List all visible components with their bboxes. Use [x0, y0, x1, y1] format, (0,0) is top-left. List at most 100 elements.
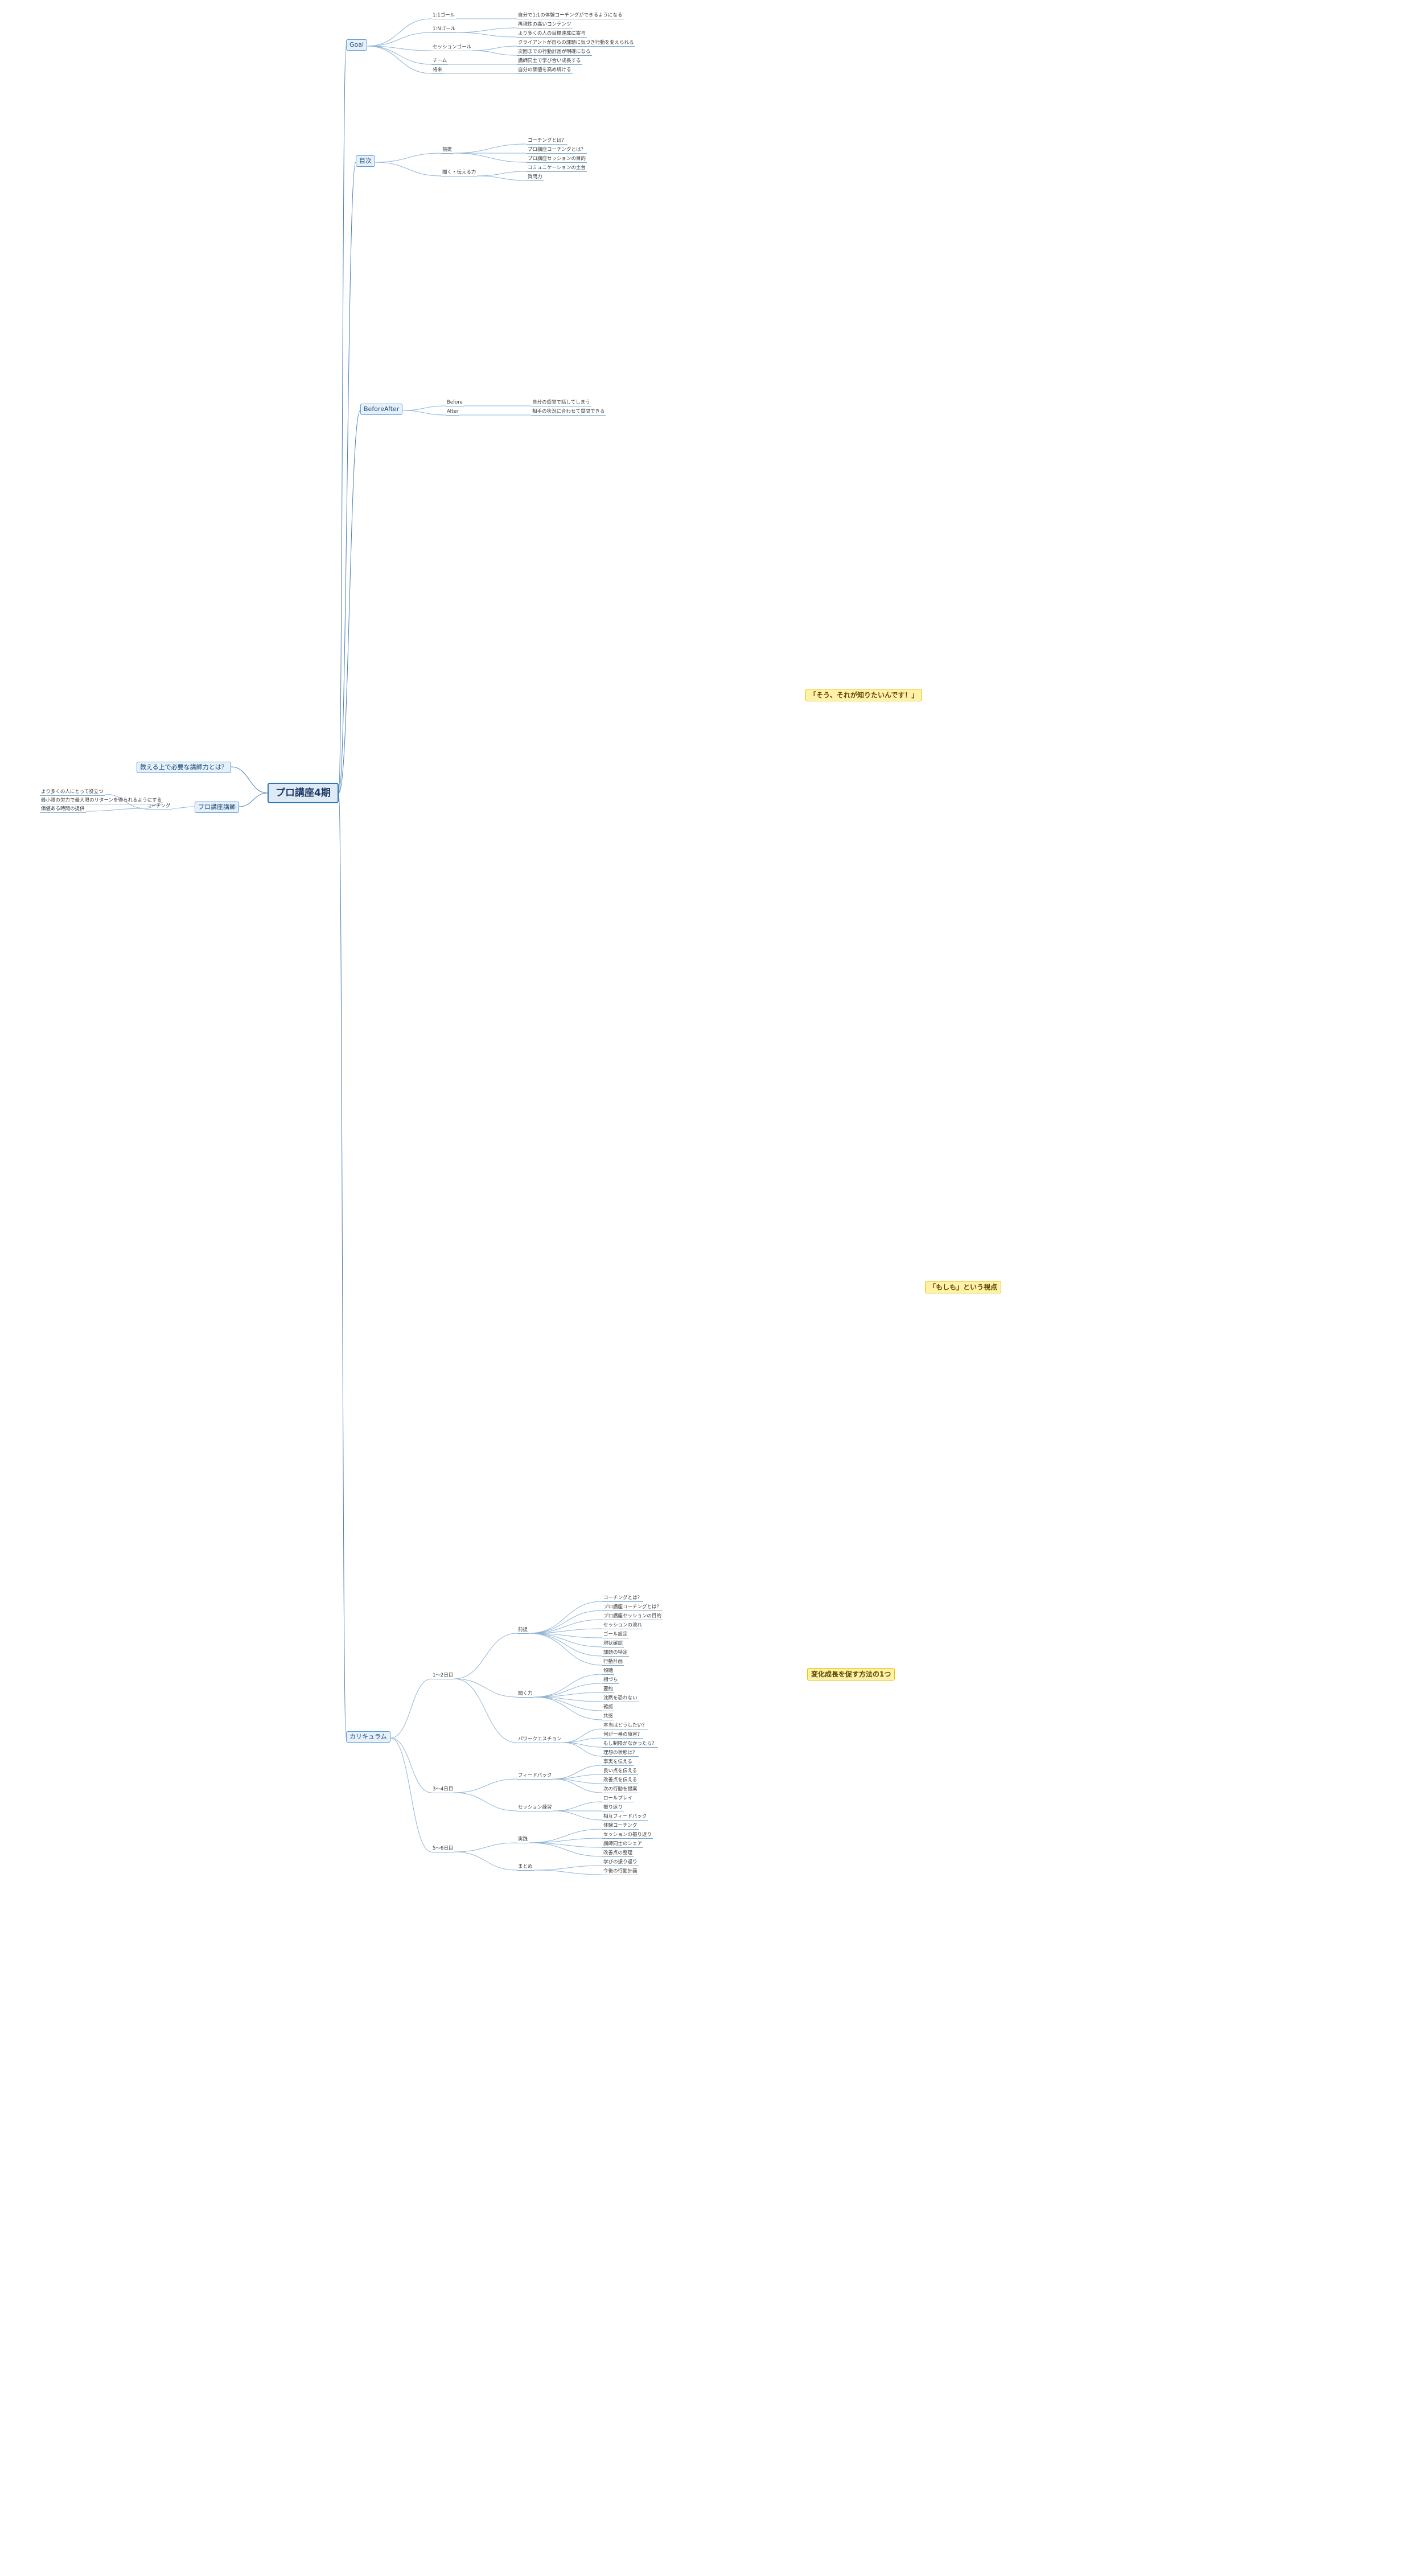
root-node: プロ講座4期	[268, 783, 339, 803]
mindmap-node: 3〜4日目	[431, 1786, 455, 1793]
connector-line	[390, 1678, 432, 1739]
branch-node: Goal	[346, 39, 368, 51]
mindmap-node: セッションの流れ	[602, 1622, 644, 1629]
mindmap-node: フィードバック	[517, 1773, 553, 1780]
mindmap-node: 最小限の労力で最大限のリターンを得られるようにする	[40, 798, 163, 804]
mindmap-node: 理想の状態は？	[602, 1750, 639, 1757]
connector-line	[454, 1678, 517, 1743]
connector-line	[367, 46, 432, 74]
mindmap-node: 自分で1:1の体験コーチングができるようになる	[517, 13, 624, 19]
connector-line	[454, 1633, 517, 1679]
connector-line	[238, 792, 268, 807]
mindmap-node: 5〜6日目	[431, 1846, 455, 1852]
connector-line	[453, 153, 527, 163]
connector-line	[454, 1851, 517, 1871]
connector-line	[533, 1683, 603, 1698]
mindmap-node: 現状確認	[602, 1641, 624, 1648]
connector-line	[338, 162, 356, 794]
callout-highlight: 「もしも」という視点	[925, 1281, 1002, 1293]
connector-line	[456, 27, 517, 33]
connector-line	[528, 1633, 603, 1657]
connector-line	[528, 1628, 603, 1634]
mindmap-node: 学びの振り返り	[602, 1859, 639, 1866]
connector-line	[454, 1792, 517, 1811]
connector-line	[528, 1838, 603, 1843]
mindmap-node: After	[446, 409, 460, 416]
mindmap-node: 相づち	[602, 1677, 619, 1684]
connector-line	[145, 802, 163, 809]
connector-line	[528, 1601, 603, 1634]
mindmap-node: 改善点の整理	[602, 1850, 634, 1857]
mindmap-node: プロ講座セッションの目的	[527, 156, 587, 163]
branch-node: 目次	[356, 155, 375, 167]
connector-line	[533, 1692, 603, 1698]
callout-highlight: 変化成長を促す方法の1つ	[807, 1668, 895, 1681]
connector-line	[454, 1678, 517, 1698]
mindmap-node: 聞く・伝える力	[441, 170, 478, 176]
mindmap-node: 確認	[602, 1704, 615, 1711]
connector-line	[533, 1674, 603, 1698]
mindmap-node: ゴール設定	[602, 1632, 629, 1638]
connector-line	[402, 405, 446, 411]
mindmap-node: コーチング	[145, 803, 172, 810]
connector-line	[171, 806, 195, 809]
mindmap-node: セッション練習	[517, 1805, 553, 1811]
connector-line	[552, 1774, 603, 1780]
mindmap-node: より多くの人にとって役立つ	[40, 789, 105, 796]
branch-node: BeforeAfter	[360, 404, 403, 415]
connector-line	[552, 1778, 603, 1793]
connector-line	[528, 1829, 603, 1843]
connector-line	[528, 1633, 603, 1638]
mindmap-node: クライアントが自らの課題に気づき行動を変えられる	[517, 40, 635, 47]
connector-line	[528, 1842, 603, 1857]
mindmap-node: コミュニケーションの土台	[527, 165, 587, 172]
mindmap-node: 良い点を伝える	[602, 1768, 639, 1775]
mindmap-node: 聞く力	[517, 1691, 534, 1698]
connector-line	[528, 1610, 603, 1634]
branch-node: 教える上で必要な講師力とは？	[137, 762, 231, 773]
mindmap-node: 振り返り	[602, 1805, 624, 1811]
mindmap-node: 次回までの行動計画が明確になる	[517, 49, 592, 56]
mindmap-node: 将来	[431, 67, 444, 74]
connector-line	[375, 153, 442, 163]
connector-line	[390, 1737, 432, 1852]
mindmap-node: 次の行動を提案	[602, 1786, 639, 1793]
connector-line	[533, 1870, 603, 1875]
mindmap-node: もし制限がなかったら？	[602, 1741, 658, 1748]
connector-line	[338, 46, 347, 794]
connector-line	[453, 143, 527, 154]
mindmap-node: パワークエスチョン	[517, 1736, 563, 1743]
mindmap-node: 沈黙を恐れない	[602, 1695, 639, 1702]
mindmap-node: 講師同士で学び合い成長する	[517, 58, 582, 65]
connector-line	[367, 46, 432, 65]
connector-line	[231, 766, 268, 794]
mindmap-node: 前提	[441, 147, 454, 154]
mindmap-node: 1〜2日目	[431, 1673, 455, 1679]
mindmap-node: セッションゴール	[431, 44, 473, 51]
mindmap-node: コーチングとは？	[527, 138, 568, 145]
connector-line	[104, 794, 146, 809]
mindmap-node: 相手の状況に合わせて質問できる	[531, 409, 606, 416]
connector-line	[472, 46, 517, 51]
connector-line	[472, 50, 517, 56]
mindmap-node: 何が一番の障害？	[602, 1732, 644, 1739]
mindmap-node: 自分の感覚で話してしまう	[531, 400, 591, 406]
mindmap-node: コーチングとは？	[602, 1595, 644, 1602]
mindmap-node: 1:1ゴール	[431, 13, 457, 19]
mindmap-node: 自分の価値を高め続ける	[517, 67, 573, 74]
mindmap-node: より多くの人の目標達成に寄与	[517, 31, 587, 38]
connector-line	[528, 1619, 603, 1634]
mindmap-node: 相互フィードバック	[602, 1814, 648, 1821]
mindmap-node: セッションの振り返り	[602, 1832, 653, 1839]
connector-line	[553, 1810, 603, 1821]
mindmap-node: 実践	[517, 1837, 529, 1843]
connector-line	[338, 410, 361, 794]
mindmap-node: 再現性の高いコンテンツ	[517, 22, 573, 28]
mindmap-node: ロールプレイ	[602, 1796, 634, 1802]
connector-line	[367, 32, 432, 47]
mindmap-node: プロ講座コーチングとは？	[527, 147, 587, 154]
connector-line	[533, 1696, 603, 1720]
mindmap-node: 傾聴	[602, 1668, 615, 1675]
